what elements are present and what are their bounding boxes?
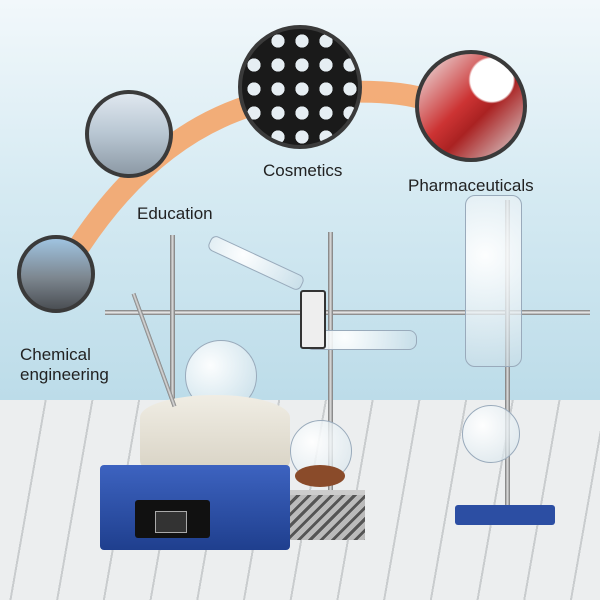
vacuum-adapter — [300, 290, 326, 349]
horizontal-support-rod — [105, 310, 590, 315]
cork-ring — [295, 465, 345, 487]
label-cosmetics: Cosmetics — [263, 161, 343, 180]
stand-rod — [328, 232, 333, 502]
stand-rod — [170, 235, 175, 465]
chemical-plant-image — [17, 235, 95, 313]
label-pharmaceuticals: Pharmaceuticals — [408, 176, 534, 195]
heating-mantle — [140, 395, 290, 470]
laboratory-image — [85, 90, 173, 178]
stand-base — [455, 505, 555, 525]
pharmaceuticals-image — [415, 50, 527, 162]
display-screen — [155, 511, 187, 533]
label-chemical-engineering: Chemical engineering — [20, 345, 109, 384]
condenser — [465, 195, 522, 367]
label-education: Education — [137, 204, 213, 223]
cosmetics-image — [238, 25, 362, 149]
lab-jack — [285, 490, 365, 540]
receiving-flask — [462, 405, 520, 463]
